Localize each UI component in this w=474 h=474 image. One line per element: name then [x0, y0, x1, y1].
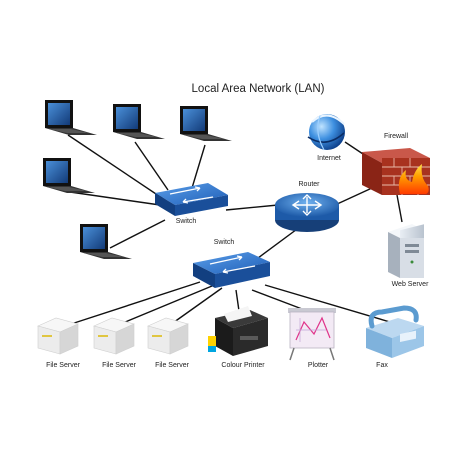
- web-server-label: Web Server: [391, 281, 429, 288]
- internet-globe-icon: [307, 114, 345, 151]
- file-server-2-label: File Server: [102, 362, 136, 369]
- laptop-icon: [80, 224, 132, 259]
- colour-printer-icon: [208, 306, 268, 356]
- file-server-icon: [37, 317, 79, 355]
- fax-label: Fax: [376, 362, 388, 369]
- laptop-icon: [180, 106, 232, 141]
- firewall-icon: [362, 148, 430, 195]
- laptop-icon: [45, 100, 97, 135]
- switch-top-label: Switch: [175, 218, 197, 225]
- file-server-3-label: File Server: [155, 362, 189, 369]
- fax-icon: [366, 305, 424, 358]
- plotter-label: Plotter: [307, 362, 329, 369]
- file-server-icon: [93, 317, 135, 355]
- diagram-title: Local Area Network (LAN): [191, 83, 325, 95]
- plotter-icon: [288, 308, 336, 361]
- colour-printer-label: Colour Printer: [221, 362, 265, 369]
- firewall-label: Firewall: [383, 133, 409, 140]
- switch-bottom-icon: [193, 252, 270, 288]
- router-icon: [275, 193, 339, 232]
- router-label: Router: [298, 181, 320, 188]
- switch-top-icon: [155, 183, 228, 216]
- file-server-1-label: File Server: [46, 362, 80, 369]
- connection-lines: [67, 134, 403, 326]
- internet-label: Internet: [317, 155, 341, 162]
- laptop-icon: [43, 158, 95, 193]
- switch-bottom-label: Switch: [213, 239, 235, 246]
- file-server-icon: [147, 317, 189, 355]
- laptop-icon: [113, 104, 165, 139]
- web-server-icon: [388, 224, 424, 279]
